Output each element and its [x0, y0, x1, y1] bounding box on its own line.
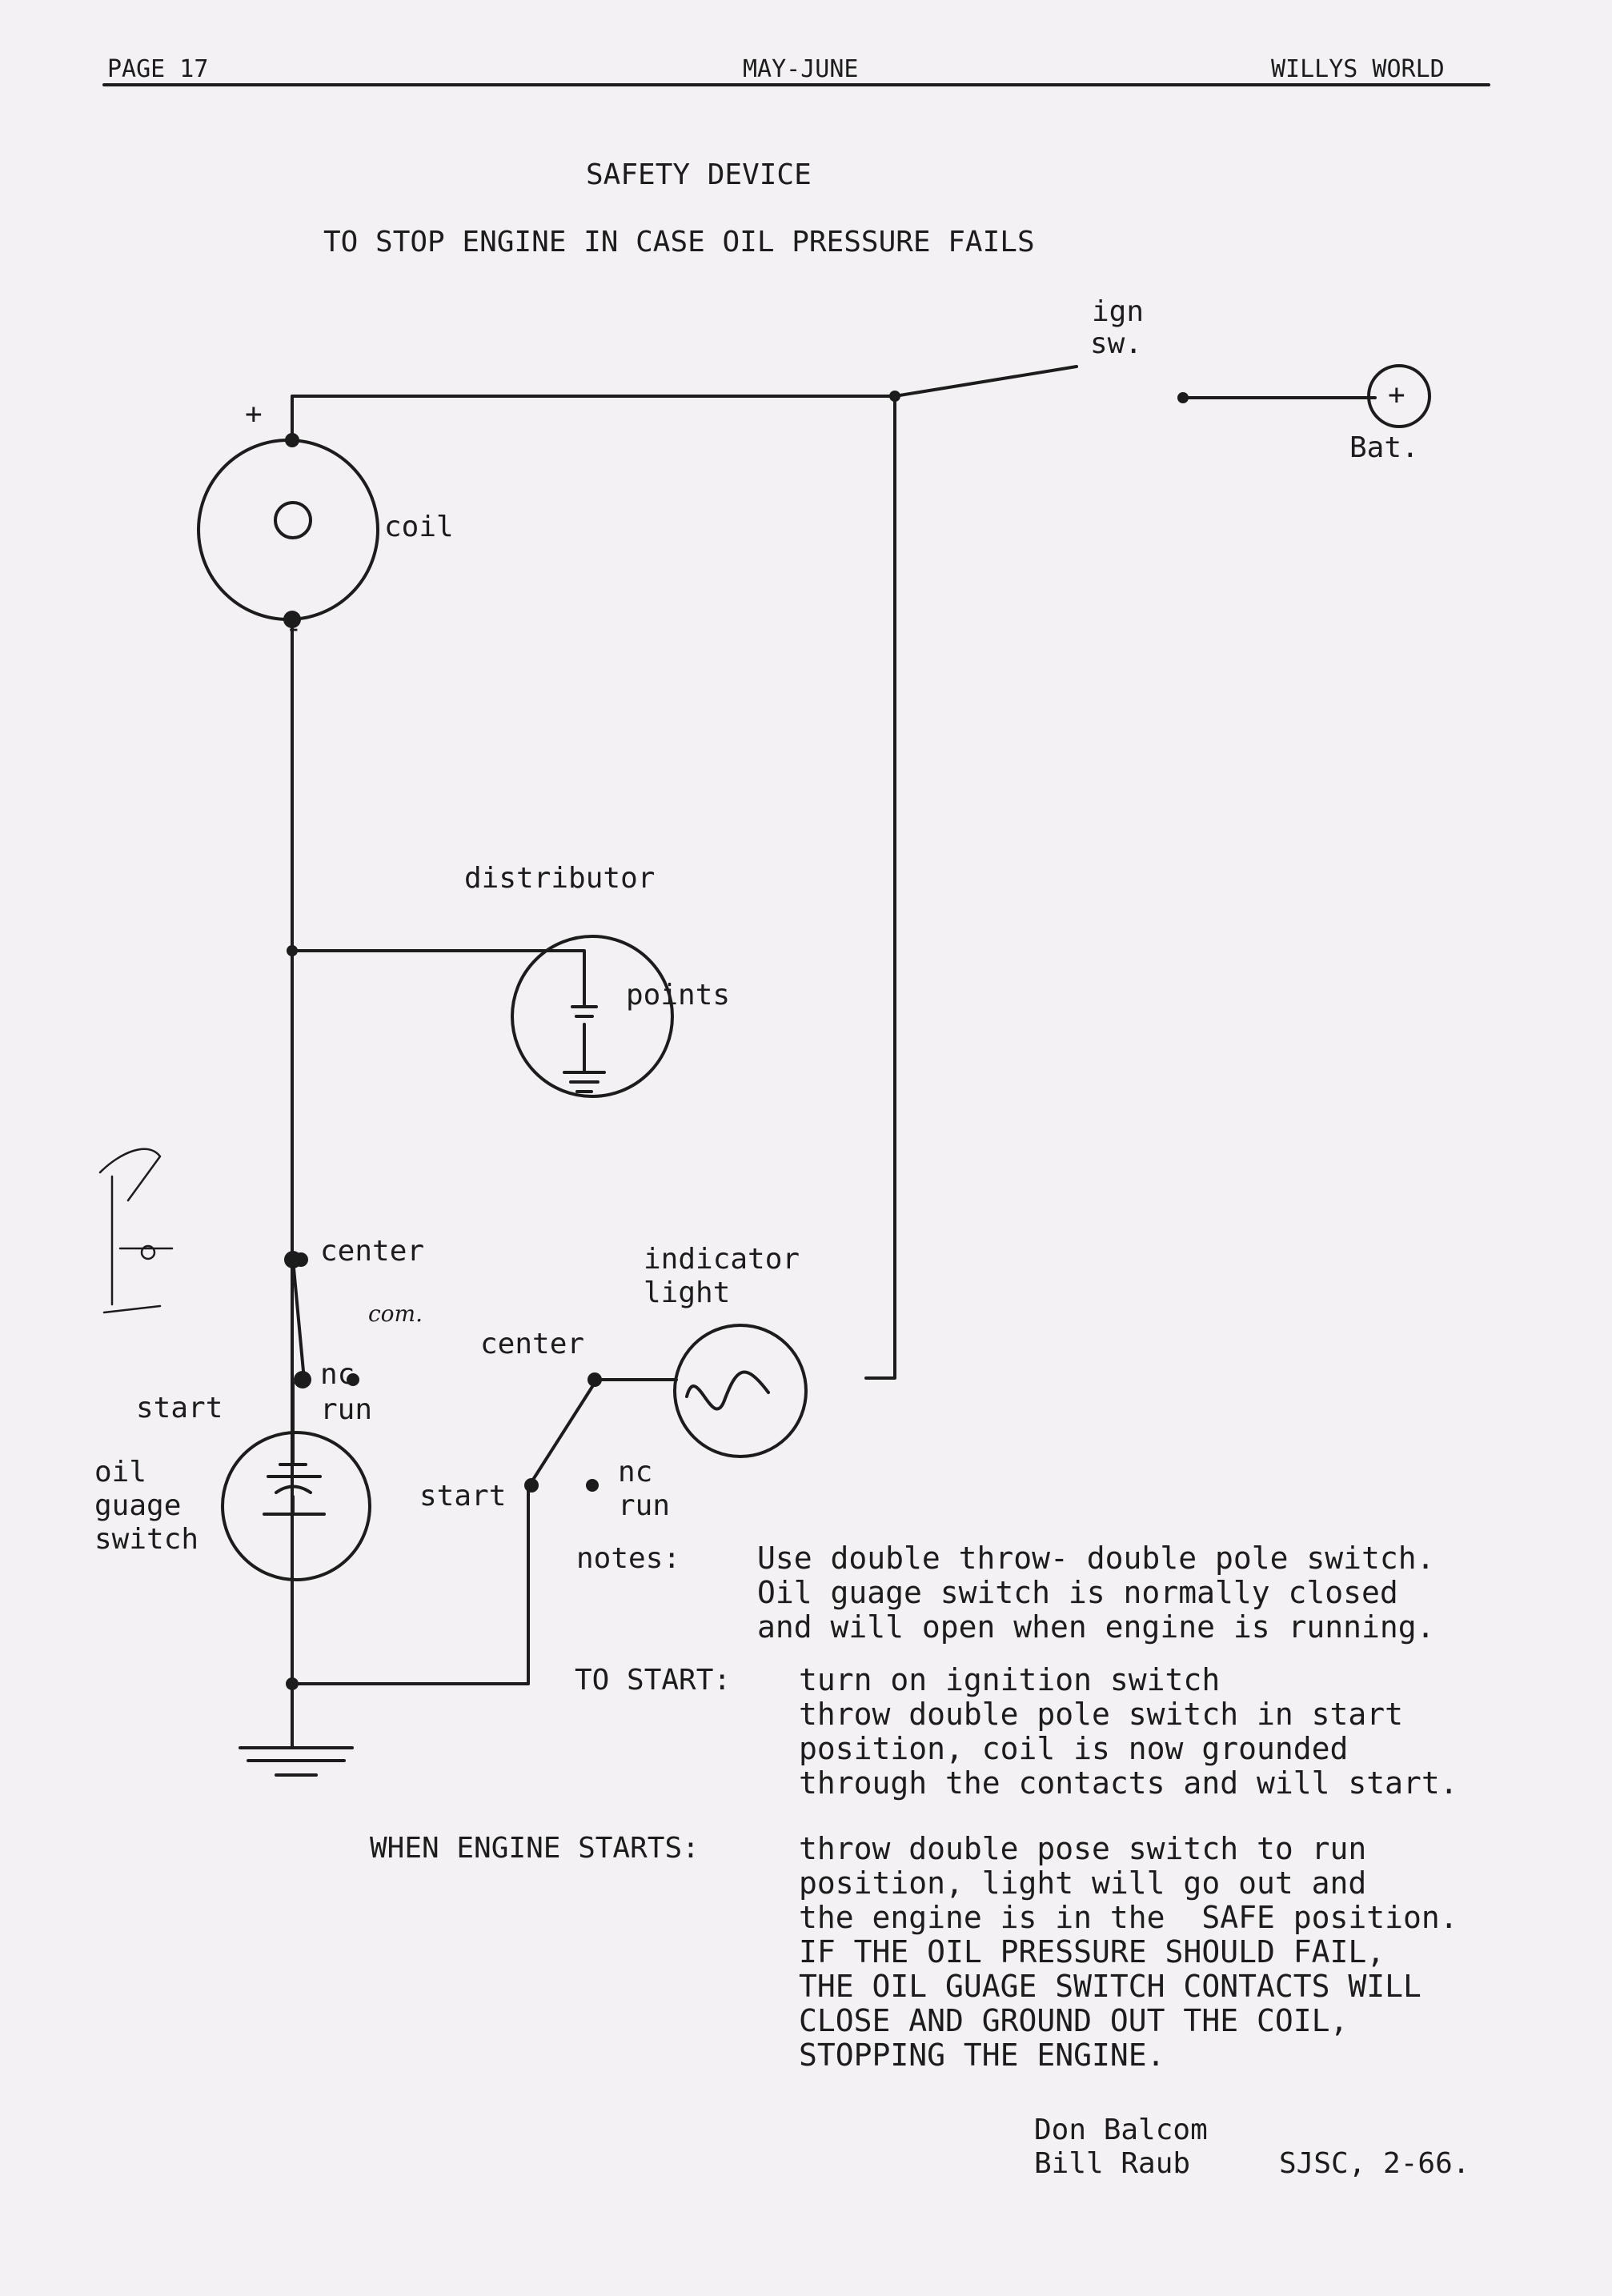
- coil-symbol: [197, 439, 379, 621]
- title-line-1: SAFETY DEVICE: [586, 158, 812, 191]
- distributor-wire: [291, 949, 586, 980]
- coil-plus-sign: +: [245, 398, 263, 431]
- left-switch-blade: [291, 1258, 306, 1381]
- to-start-text: turn on ignition switch throw double pol…: [799, 1662, 1458, 1801]
- battery-symbol: [1367, 364, 1431, 428]
- distributor-label: distributor: [464, 862, 656, 895]
- oil-switch-label-3: switch: [94, 1523, 199, 1556]
- when-engine-starts-text: throw double pose switch to run position…: [799, 1831, 1458, 2073]
- author-1: Don Balcom: [1034, 2114, 1208, 2146]
- distributor-symbol: [511, 935, 674, 1098]
- right-nc-label: nc: [618, 1456, 653, 1489]
- right-switch-blade: [530, 1381, 596, 1484]
- left-center-label: center: [320, 1235, 425, 1268]
- coil-label: coil: [384, 511, 454, 543]
- battery-plus-sign: +: [1388, 379, 1405, 411]
- indicator-light-symbol: [673, 1324, 808, 1458]
- publication-name: WILLYS WORLD: [1271, 55, 1445, 83]
- oil-guage-switch-symbol: [221, 1431, 371, 1581]
- oil-switch-label-2: guage: [94, 1489, 182, 1522]
- battery-label: Bat.: [1349, 431, 1419, 464]
- left-run-label: run: [320, 1393, 373, 1426]
- indicator-light-label-2: light: [644, 1276, 731, 1309]
- ignition-switch-label-1: ign: [1092, 295, 1145, 328]
- author-2: Bill Raub: [1034, 2147, 1191, 2180]
- indicator-light-label-1: indicator: [644, 1243, 800, 1276]
- oil-switch-label-1: oil: [94, 1456, 147, 1489]
- left-start-label: start: [136, 1392, 223, 1424]
- points-label: points: [626, 979, 731, 1012]
- club-date: SJSC, 2-66.: [1279, 2147, 1470, 2180]
- coil-minus-sign: -: [285, 612, 303, 645]
- when-engine-starts-label: WHEN ENGINE STARTS:: [370, 1832, 700, 1865]
- comm-handwritten-note: com.: [368, 1300, 423, 1327]
- right-run-label: run: [618, 1489, 671, 1522]
- title-line-2: TO STOP ENGINE IN CASE OIL PRESSURE FAIL…: [323, 226, 1035, 258]
- notes-label: notes:: [576, 1542, 681, 1575]
- right-ground-wire: [291, 1485, 530, 1685]
- issue-date: MAY-JUNE: [743, 55, 859, 83]
- indicator-feed-wire: [864, 395, 896, 1380]
- to-start-label: TO START:: [575, 1664, 732, 1697]
- page-number: PAGE 17: [107, 55, 209, 83]
- coil-feed-wire: [291, 395, 896, 442]
- ignition-switch-label-2: sw.: [1090, 327, 1143, 360]
- right-center-label: center: [480, 1328, 585, 1360]
- notes-text: Use double throw- double pole switch. Oi…: [757, 1541, 1435, 1645]
- right-start-label: start: [419, 1480, 507, 1513]
- ignition-switch-blade: [893, 365, 1078, 398]
- left-nc-label: nc: [320, 1358, 355, 1391]
